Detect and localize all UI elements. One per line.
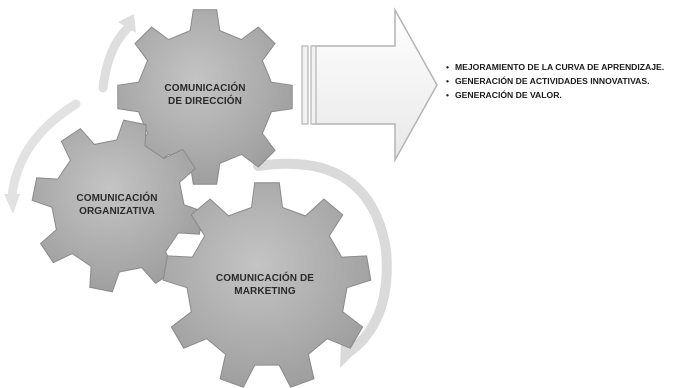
list-item: MEJORAMIENTO DE LA CURVA DE APRENDIZAJE. <box>446 60 664 74</box>
gear-label-line: DE DIRECCIÓN <box>168 96 242 107</box>
arrow-head-icon <box>118 14 136 33</box>
gear-label-line: MARKETING <box>234 286 296 297</box>
arrow-head-icon <box>340 340 360 368</box>
curved-arrow-icon <box>98 21 135 93</box>
block-arrow-icon <box>301 7 438 163</box>
list-item: GENERACIÓN DE ACTIVIDADES INNOVATIVAS. <box>446 74 664 88</box>
gear-label-organizativa: COMUNICACIÓN ORGANIZATIVA <box>62 192 172 218</box>
gear-label-line: COMUNICACIÓN <box>164 83 246 94</box>
benefits-list: MEJORAMIENTO DE LA CURVA DE APRENDIZAJE.… <box>446 60 664 102</box>
gear-icon <box>162 182 372 388</box>
gear-label-line: COMUNICACIÓN <box>76 193 158 204</box>
gear-icon <box>117 9 293 185</box>
gear-label-marketing: COMUNICACIÓN DE MARKETING <box>200 272 330 298</box>
curved-arrow-icon <box>253 158 392 355</box>
gear-label-line: ORGANIZATIVA <box>79 206 155 217</box>
list-item: GENERACIÓN DE VALOR. <box>446 88 664 102</box>
gear-label-direccion: COMUNICACIÓN DE DIRECCIÓN <box>150 82 260 108</box>
arrow-head-icon <box>4 194 20 214</box>
curved-arrow-icon <box>7 99 81 201</box>
gear-label-line: COMUNICACIÓN DE <box>215 273 315 284</box>
gear-icon <box>31 119 205 293</box>
